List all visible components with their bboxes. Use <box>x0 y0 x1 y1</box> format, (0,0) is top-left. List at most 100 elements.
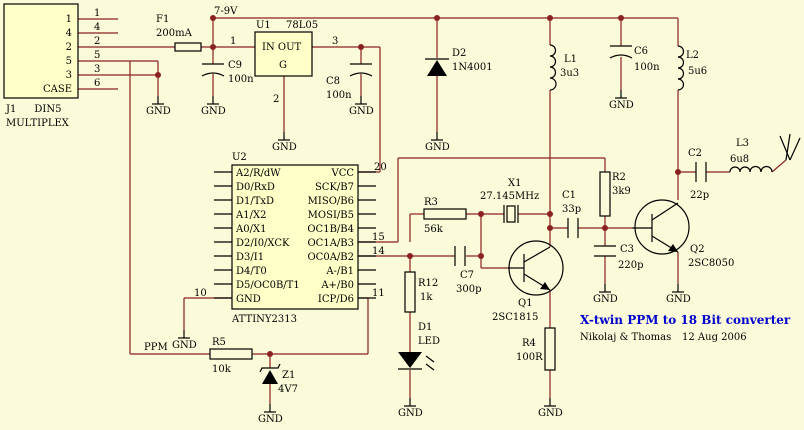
mcu-right-pin-label: OC1B/B4 <box>307 224 354 235</box>
diode-d2: D2 1N4001 <box>425 48 493 76</box>
resistor-r5: R5 10k <box>209 337 253 375</box>
capacitor-c2: C2 22p <box>688 148 709 201</box>
u1-ref: U1 <box>256 20 271 31</box>
gnd-label: GND <box>666 294 691 305</box>
connector-case-label: CASE <box>43 84 72 95</box>
transistor-q1: Q1 2SC1815 <box>492 240 564 323</box>
u1-pin2: 2 <box>273 94 279 105</box>
mcu-left-pin-label: GND <box>236 294 261 305</box>
diagram-authors: Nikolaj & Thomas <box>580 332 671 343</box>
mcu-pin-14: 14 <box>372 246 385 257</box>
gnd-label: GND <box>538 408 563 419</box>
capacitor-c7: C7 300p <box>454 246 482 295</box>
mcu-right-pins: VCCSCK/B7MISO/B6MOSI/B5OC1B/B4OC1A/B3OC0… <box>307 168 376 305</box>
crystal-x1: X1 27.145MHz <box>480 178 539 223</box>
l3-ref: L3 <box>736 138 749 149</box>
mcu-left-pin-label: A2/R/dW <box>235 168 281 179</box>
connector-wire-label: 1 <box>94 8 100 19</box>
mcu-right-pin-label: ICP/D6 <box>318 294 354 305</box>
mcu-right-pin-label: MOSI/B5 <box>308 210 354 221</box>
junction-dots <box>155 15 681 357</box>
q1-value: 2SC1815 <box>492 312 538 323</box>
gnd-label: GND <box>609 100 634 111</box>
connector-name: MULTIPLEX <box>6 118 70 129</box>
ground-symbols: GND GND GND GND GND GND GND GND GND GND … <box>146 89 691 425</box>
c7-ref: C7 <box>460 270 474 281</box>
d2-value: 1N4001 <box>452 62 493 73</box>
c7-value: 300p <box>456 284 482 295</box>
diagram-date: 12 Aug 2006 <box>682 332 747 343</box>
mcu-left-pin-label: D1/TxD <box>236 196 274 207</box>
c6-value: 100n <box>634 62 660 73</box>
gnd-label: GND <box>593 294 618 305</box>
connector-wire-label: 4 <box>94 22 100 33</box>
u1-pin3: 3 <box>332 36 338 47</box>
mcu-pin-15: 15 <box>372 232 385 243</box>
gnd-label: GND <box>146 106 171 117</box>
gnd-label: GND <box>425 142 450 153</box>
mcu-u2: U2 ATTINY2313 A2/R/dW D0/RxD D1/TxD A1/X2A0… <box>194 152 387 325</box>
c1-value: 33p <box>562 204 581 215</box>
x1-value: 27.145MHz <box>480 191 539 202</box>
mcu-right-pin-label: SCK/B7 <box>315 182 354 193</box>
r2-value: 3k9 <box>612 186 631 197</box>
l2-value: 5u6 <box>688 66 707 77</box>
gnd-label: GND <box>272 142 297 153</box>
f1-ref: F1 <box>156 14 169 25</box>
c3-value: 220p <box>618 260 644 271</box>
mcu-left-pin-label: D3/I1 <box>236 252 264 263</box>
q2-ref: Q2 <box>690 244 705 255</box>
q2-value: 2SC8050 <box>688 258 734 269</box>
r4-ref: R4 <box>522 338 536 349</box>
mcu-left-pin-label: A0/X1 <box>235 224 266 235</box>
connector-pin-label: 3 <box>66 70 72 81</box>
mcu-left-pin-label: A1/X2 <box>235 210 266 221</box>
d1-value: LED <box>418 336 440 347</box>
mcu-ref: U2 <box>232 152 247 163</box>
connector-wire-label: 5 <box>94 50 100 61</box>
connector-pin-label: 4 <box>66 28 72 39</box>
fuse-f1: F1 200mA <box>156 14 202 52</box>
mcu-pin-11: 11 <box>372 288 385 299</box>
zener-z1: Z1 4V7 <box>259 363 298 395</box>
u1-g-label: G <box>279 60 287 71</box>
l2-ref: L2 <box>686 50 699 61</box>
resistor-r12: R12 1k <box>404 271 438 313</box>
inductor-l2: L2 5u6 <box>677 45 707 91</box>
regulator-u1: IN OUT G U1 78L05 2 3 <box>254 20 338 105</box>
d2-ref: D2 <box>452 48 466 59</box>
c2-value: 22p <box>690 190 709 201</box>
q1-ref: Q1 <box>518 298 533 309</box>
c3-ref: C3 <box>620 244 634 255</box>
gnd-label: GND <box>349 106 374 117</box>
supply-label: 7-9V <box>214 6 238 17</box>
r2-ref: R2 <box>612 172 626 183</box>
mcu-right-pin-label: A-/B1 <box>325 266 354 277</box>
mcu-left-pin-label: D0/RxD <box>236 182 275 193</box>
capacitor-c9: C9 100n <box>201 60 254 85</box>
ppm-label: PPM <box>144 342 168 353</box>
c8-value: 100n <box>326 90 352 101</box>
antenna-icon <box>779 133 801 161</box>
gnd-label: GND <box>172 340 197 351</box>
transistor-q2: Q2 2SC8050 <box>632 199 734 269</box>
l1-ref: L1 <box>564 54 577 65</box>
d1-ref: D1 <box>418 322 432 333</box>
inductor-l3: L3 6u8 <box>729 138 773 173</box>
connector-pin-label: 1 <box>66 14 72 25</box>
f1-value: 200mA <box>156 28 193 39</box>
gnd-label: GND <box>201 106 226 117</box>
mcu-left-pin-label: D2/I0/XCK <box>236 238 290 249</box>
mcu-left-pin-label: D5/OC0B/T1 <box>236 280 300 291</box>
connector-pin-label: 5 <box>66 56 72 67</box>
c9-value: 100n <box>228 74 254 85</box>
r4-value: 100R <box>516 352 543 363</box>
r12-ref: R12 <box>418 278 438 289</box>
c2-ref: C2 <box>688 148 702 159</box>
x1-ref: X1 <box>508 178 521 189</box>
z1-ref: Z1 <box>282 370 295 381</box>
mcu-name: ATTINY2313 <box>231 314 297 325</box>
c1-ref: C1 <box>562 190 576 201</box>
resistor-r3: R3 56k <box>423 197 467 235</box>
